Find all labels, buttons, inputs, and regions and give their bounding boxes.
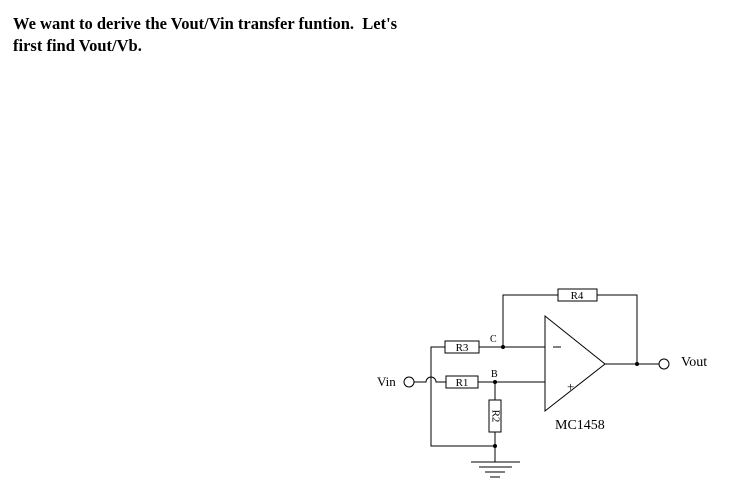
vout-label: Vout — [681, 355, 707, 370]
vin-terminal — [403, 376, 415, 388]
resistor-r1 — [445, 375, 479, 389]
instructions-text: We want to derive the Vout/Vin transfer … — [13, 13, 533, 57]
junction-b — [493, 380, 497, 384]
resistor-r2 — [488, 399, 502, 433]
junction-out — [635, 362, 639, 366]
resistor-r3 — [444, 340, 480, 354]
junction-ground — [493, 444, 497, 448]
junction-c — [501, 345, 505, 349]
r4-label: R4 — [571, 290, 584, 302]
op-amp-triangle — [544, 314, 606, 413]
wire-input — [414, 376, 446, 383]
plus-sign: + — [567, 379, 574, 394]
wire-r3-input — [430, 346, 445, 382]
opamp-part-label: MC1458 — [555, 418, 605, 433]
instructions-line-1: We want to derive the Vout/Vin transfer … — [13, 14, 398, 33]
instructions-line-2: first find Vout/Vb. — [13, 36, 142, 55]
wire-input-return — [430, 382, 495, 447]
node-b-label: B — [491, 369, 498, 380]
r3-label: R3 — [456, 342, 469, 354]
node-c-label: C — [490, 334, 497, 345]
vout-terminal — [658, 358, 670, 370]
resistor-r4 — [557, 288, 598, 302]
wire-r4-to-out — [597, 294, 638, 364]
wire-c-to-r4 — [502, 294, 558, 347]
r1-label: R1 — [456, 377, 469, 389]
r2-label: R2 — [489, 410, 501, 423]
vin-label: Vin — [377, 374, 396, 389]
